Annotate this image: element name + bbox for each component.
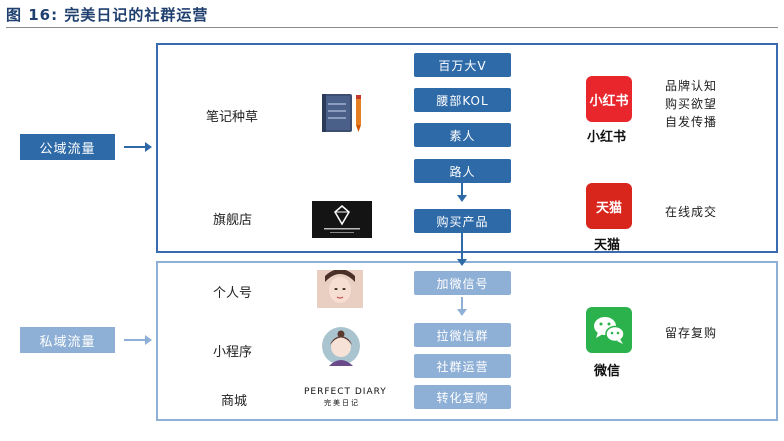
private-traffic-label: 私域流量	[20, 327, 115, 353]
flow-arrowhead-2	[457, 259, 467, 266]
step-amateur: 素人	[414, 123, 511, 147]
flow-line-2	[461, 233, 463, 259]
step-add-wechat: 加微信号	[414, 271, 511, 295]
figure-title: 图 16: 完美日记的社群运营	[6, 6, 209, 24]
xiaohongshu-logo: 小红书	[586, 76, 632, 122]
tmall-caption: 天猫	[594, 238, 621, 253]
step-community-ops: 社群运营	[414, 354, 511, 378]
step-passerby: 路人	[414, 159, 511, 183]
wechat-caption: 微信	[594, 364, 621, 379]
flow-arrowhead-1	[457, 195, 467, 202]
public-traffic-label: 公域流量	[20, 134, 115, 160]
outcome-desire: 购买欲望	[665, 97, 718, 111]
channel-notes: 笔记种草	[206, 110, 259, 125]
outcome-retention: 留存复购	[665, 326, 718, 340]
channel-mini-program: 小程序	[213, 345, 253, 360]
perfect-diary-store-logo	[312, 201, 372, 238]
perfect-diary-brand-en: PERFECT DIARY	[304, 387, 387, 397]
step-mega-influencer: 百万大V	[414, 53, 511, 77]
flow-line-1	[461, 183, 463, 195]
outcome-online-deal: 在线成交	[665, 205, 718, 219]
perfect-diary-brand-cn: 完美日记	[324, 399, 360, 407]
title-divider	[6, 27, 778, 28]
wechat-logo	[586, 307, 632, 353]
xiaohongshu-caption: 小红书	[587, 130, 627, 145]
flow-arrowhead-3	[457, 309, 467, 316]
personal-avatar	[317, 270, 363, 308]
public-arrow	[124, 142, 152, 152]
step-purchase: 购买产品	[414, 209, 511, 233]
step-join-group: 拉微信群	[414, 323, 511, 347]
mini-program-avatar	[321, 326, 361, 370]
outcome-spread: 自发传播	[665, 115, 718, 129]
outcome-awareness: 品牌认知	[665, 79, 718, 93]
channel-mall: 商城	[221, 394, 248, 409]
channel-flagship: 旗舰店	[213, 213, 253, 228]
step-mid-kol: 腰部KOL	[414, 88, 511, 112]
step-repurchase: 转化复购	[414, 385, 511, 409]
xiaohongshu-logo-text: 小红书	[589, 93, 629, 109]
flow-line-3	[461, 297, 463, 309]
channel-personal-account: 个人号	[213, 286, 253, 301]
tmall-logo-text: 天猫	[595, 200, 622, 216]
tmall-logo: 天猫	[586, 183, 632, 229]
private-arrow	[124, 335, 152, 345]
notebook-icon	[320, 92, 366, 138]
